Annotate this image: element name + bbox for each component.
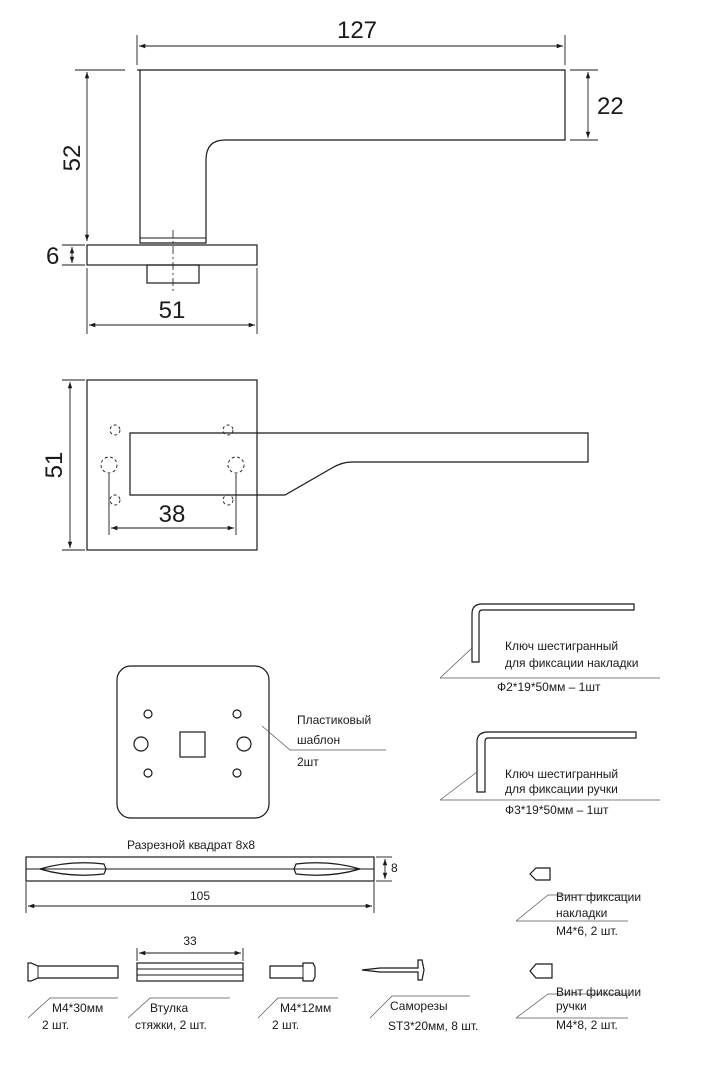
- sleeve: 33 Втулка стяжки, 2 шт.: [127, 934, 244, 1032]
- screw-handle-line2: ручки: [556, 999, 587, 1013]
- hex-key-2-line3: Ф3*19*50мм – 1шт: [505, 803, 609, 817]
- dim-rosette-width: 51: [159, 297, 186, 324]
- handle-top-outline: [129, 432, 589, 496]
- split-spindle: Разрезной квадрат 8х8 8 105: [25, 838, 398, 913]
- template-line2: шаблон: [297, 733, 340, 747]
- template-plate: [116, 665, 270, 819]
- screw-handle-shape: [529, 963, 553, 979]
- screw-rosette-line2: накладки: [556, 906, 607, 920]
- hex-key-1-line1: Ключ шестигранный: [505, 639, 618, 653]
- template-hole-right: [236, 736, 252, 752]
- hex-key-2-shape: [476, 731, 637, 793]
- screw-handle-line3: М4*8, 2 шт.: [556, 1018, 618, 1032]
- dim-spindle-length: 105: [190, 889, 210, 903]
- rosette-side: [86, 244, 258, 266]
- bolt-m4x30-line1: М4*30мм: [52, 1001, 103, 1015]
- dim-length: 127: [337, 17, 377, 44]
- template-line3: 2шт: [297, 755, 319, 769]
- bolt-m4x30-shape: [27, 962, 119, 982]
- template-line1: Пластиковый: [297, 713, 371, 727]
- screw-rosette-line3: М4*6, 2 шт.: [556, 924, 618, 938]
- bolt-m4x12: М4*12мм 2 шт.: [257, 962, 338, 1032]
- hole-3: [100, 456, 118, 474]
- hole-6: [222, 494, 234, 506]
- dim-width: 22: [597, 93, 624, 120]
- sleeve-line1: Втулка: [150, 1001, 188, 1015]
- dim-hole-spacing: 38: [159, 501, 186, 528]
- dim-sleeve-length: 33: [183, 934, 197, 948]
- hex-key-2-line2: для фиксации ручки: [505, 782, 618, 796]
- wood-screws-line1: Саморезы: [390, 999, 448, 1013]
- wood-screw-shape: [361, 959, 425, 981]
- hex-key-1-line2: для фиксации накладки: [505, 656, 638, 670]
- dim-spindle-size: 8: [391, 861, 398, 875]
- bolt-m4x30: М4*30мм 2 шт.: [27, 962, 119, 1032]
- hole-1: [109, 424, 121, 436]
- hex-key-2-line1: Ключ шестигранный: [505, 767, 618, 781]
- wood-screw: Саморезы ST3*20мм, 8 шт.: [361, 959, 478, 1033]
- top-view: 38 51: [41, 379, 589, 551]
- screw-rosette: Винт фиксации накладки М4*6, 2 шт.: [515, 867, 641, 938]
- screw-handle: Винт фиксации ручки М4*8, 2 шт.: [515, 963, 641, 1032]
- wood-screws-line2: ST3*20мм, 8 шт.: [388, 1019, 478, 1033]
- bolt-m4x12-line2: 2 шт.: [272, 1018, 299, 1032]
- dim-rosette-side: 51: [41, 452, 68, 479]
- hole-4: [227, 456, 245, 474]
- handle-lever-outline: [137, 69, 566, 244]
- hex-key-1-line3: Ф2*19*50мм – 1шт: [497, 680, 601, 694]
- hex-key-2: Ключ шестигранный для фиксации ручки Ф3*…: [439, 731, 660, 817]
- bolt-m4x12-line1: М4*12мм: [280, 1001, 331, 1015]
- template-square-hole: [179, 731, 206, 758]
- screw-rosette-shape: [529, 867, 551, 881]
- sleeve-body: [136, 962, 244, 982]
- hole-2: [222, 424, 234, 436]
- bolt-m4x12-shape: [269, 962, 316, 982]
- hole-5: [109, 494, 121, 506]
- hex-key-1: Ключ шестигранный для фиксации накладки …: [439, 603, 660, 694]
- side-view: 127 22 52 6 51: [46, 17, 624, 334]
- sleeve-line2: стяжки, 2 шт.: [135, 1018, 207, 1032]
- bolt-m4x30-line2: 2 шт.: [42, 1018, 69, 1032]
- dim-height: 52: [59, 145, 86, 172]
- hex-key-1-shape: [471, 603, 635, 663]
- plastic-template: Пластиковый шаблон 2шт: [116, 665, 386, 819]
- screw-rosette-line1: Винт фиксации: [556, 890, 641, 904]
- template-hole-left: [133, 736, 149, 752]
- spindle-title: Разрезной квадрат 8х8: [127, 838, 255, 852]
- dim-rosette-thickness: 6: [46, 243, 59, 270]
- rosette-front: [86, 379, 258, 551]
- screw-handle-line1: Винт фиксации: [556, 985, 641, 999]
